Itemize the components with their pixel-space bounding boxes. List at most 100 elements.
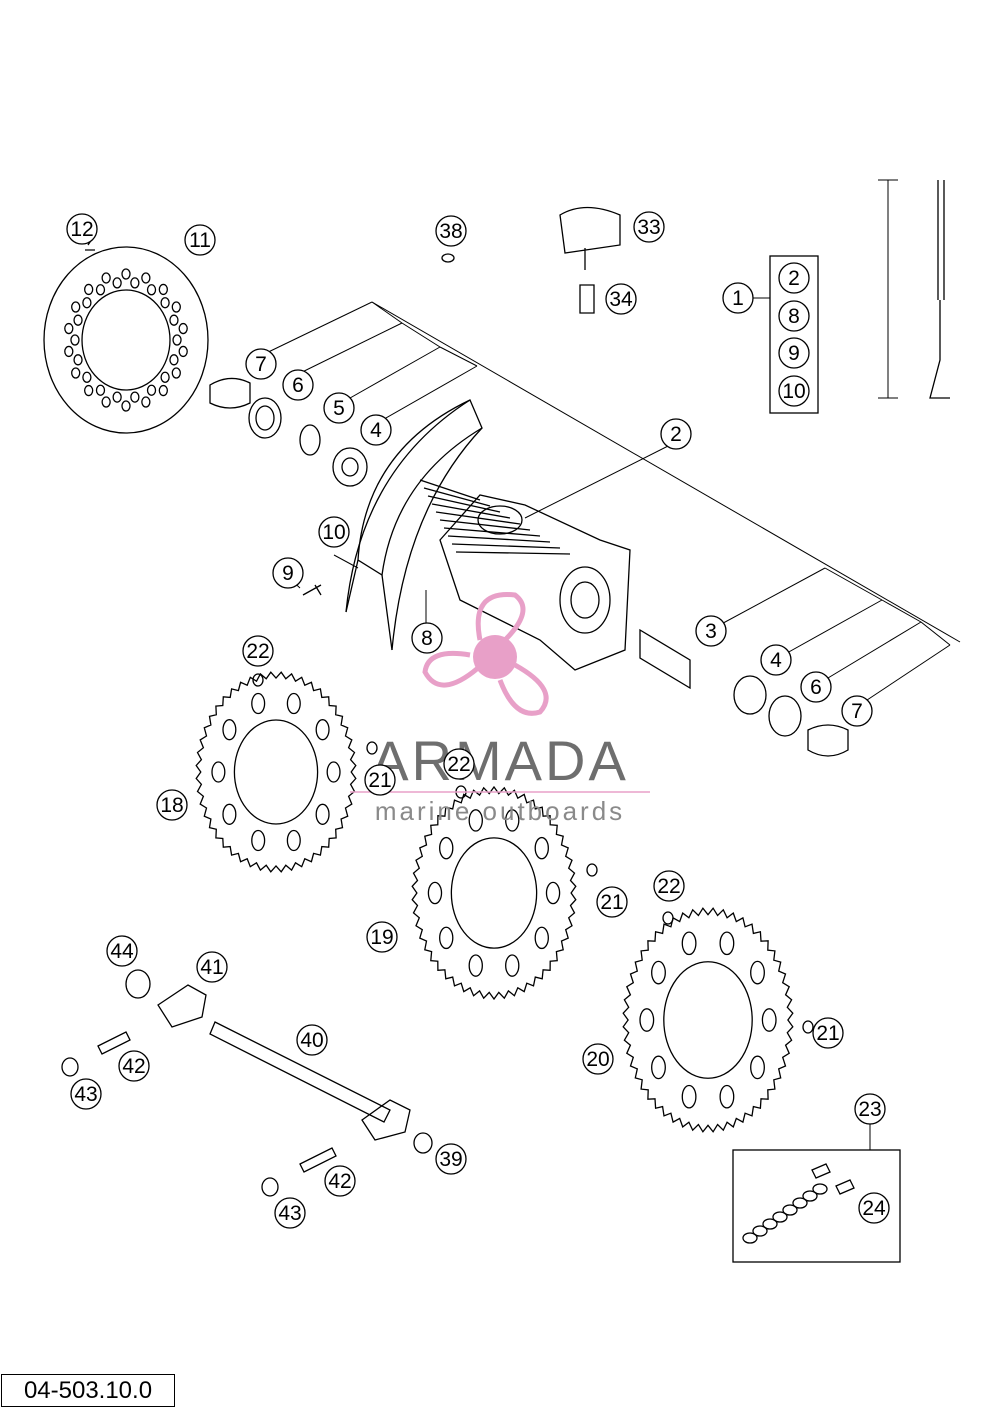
axle-40: [209, 1021, 391, 1123]
propeller-blade: [497, 662, 549, 716]
leader-line: [713, 567, 826, 629]
disc-hole: [146, 384, 157, 396]
sprocket-19-hole: [468, 809, 483, 832]
bolt: [252, 673, 264, 687]
kit-box-chain: [732, 1149, 901, 1263]
callout-c34: 34: [605, 283, 637, 315]
callout-c6b: 6: [800, 671, 832, 703]
hub-spacer-tube: [639, 628, 691, 690]
callout-circle: [800, 671, 832, 703]
callout-circle: [582, 1043, 614, 1075]
rim-lock-nut: [579, 284, 595, 314]
callout-circle: [318, 516, 350, 548]
sprocket-18-hole: [286, 829, 301, 852]
rim-cut: [345, 559, 393, 651]
chain-link: [762, 1218, 778, 1230]
spoke: [447, 535, 551, 543]
leader-line: [439, 346, 478, 367]
callout-c21c: 21: [812, 1017, 844, 1049]
disc-hole: [71, 301, 81, 313]
spoke: [423, 487, 491, 507]
sprocket-18-hole: [315, 719, 330, 741]
nipple: [441, 253, 455, 263]
callout-circle: [245, 348, 277, 380]
adjuster-screw-42a: [97, 1031, 131, 1055]
watermark-tagline: marine outboards: [375, 796, 625, 826]
callout-circle: [435, 215, 467, 247]
callout-label: 2: [670, 423, 682, 446]
sprocket-19-hole: [439, 926, 454, 950]
sprocket-19-hole: [505, 954, 520, 977]
callout-circle: [653, 870, 685, 902]
disc-hole: [70, 334, 80, 346]
sprocket-20-hole: [639, 1008, 655, 1032]
sprocket-19-hole: [545, 881, 561, 905]
disc-hole: [84, 384, 94, 397]
callout-c1-9: 9: [778, 337, 810, 369]
sprocket-19-hole: [468, 954, 483, 977]
callout-circle: [596, 886, 628, 918]
callout-c24: 24: [858, 1192, 890, 1224]
axle-adjuster-end: [361, 1099, 411, 1141]
callout-label: 40: [300, 1029, 323, 1052]
callout-c23: 23: [854, 1093, 886, 1125]
callout-c3: 3: [695, 615, 727, 647]
sprocket-18-hole: [251, 829, 266, 852]
callout-c1: 1: [722, 282, 754, 314]
leader-lines: [257, 179, 961, 1263]
sprocket-18-hole: [251, 692, 266, 715]
callout-c10: 10: [318, 516, 350, 548]
disc-hole: [171, 301, 181, 313]
sprocket-18: [195, 671, 357, 873]
chain-kit: [742, 1163, 855, 1244]
callout-circle: [323, 392, 355, 424]
callout-label: 19: [370, 926, 393, 949]
spoke: [431, 503, 511, 519]
leader-line: [854, 644, 951, 709]
callout-label: 22: [657, 875, 680, 898]
callout-c43a: 43: [70, 1078, 102, 1110]
callout-circle: [760, 644, 792, 676]
disc-hole: [82, 371, 92, 383]
callout-label: 1: [732, 287, 744, 310]
master-link: [811, 1163, 855, 1195]
leader-line: [371, 365, 478, 427]
spoke: [427, 495, 501, 513]
disc-hole: [141, 272, 151, 284]
sprocket-18-hole: [315, 803, 330, 825]
disc-hole: [101, 396, 111, 408]
callout-c42b: 42: [324, 1165, 356, 1197]
callout-circle: [722, 282, 754, 314]
bearing-right: [733, 675, 767, 715]
spoke: [419, 479, 481, 501]
sprocket-19-teeth: [411, 785, 577, 1001]
sprocket-18-center: [233, 719, 319, 825]
spoke: [455, 551, 571, 555]
spoke-detail: [929, 180, 950, 399]
callout-label: 6: [810, 676, 822, 699]
callout-c19: 19: [366, 921, 398, 953]
disc-hole: [95, 284, 106, 296]
bearing-left: [332, 447, 368, 487]
sprocket-20-center: [663, 961, 753, 1079]
disc-hole: [141, 396, 151, 408]
leader-line: [371, 301, 403, 324]
callout-c39: 39: [435, 1143, 467, 1175]
chain-adjuster-41: [157, 984, 207, 1028]
adjuster-screw-42b: [299, 1147, 337, 1173]
sprocket-20: [622, 907, 794, 1133]
disc-hole: [169, 354, 179, 366]
disc-hole: [130, 391, 140, 403]
chain-link: [802, 1190, 818, 1202]
callout-label: 44: [110, 940, 134, 963]
sprocket-20-hole: [750, 1055, 765, 1080]
callout-c44: 44: [106, 935, 138, 967]
callout-circle: [324, 1165, 356, 1197]
callout-circle: [411, 622, 443, 654]
callout-c7a: 7: [245, 348, 277, 380]
disc-hole: [160, 297, 170, 309]
hub-body: [439, 494, 631, 671]
spacer-left: [209, 377, 251, 409]
callout-circle: [858, 1192, 890, 1224]
